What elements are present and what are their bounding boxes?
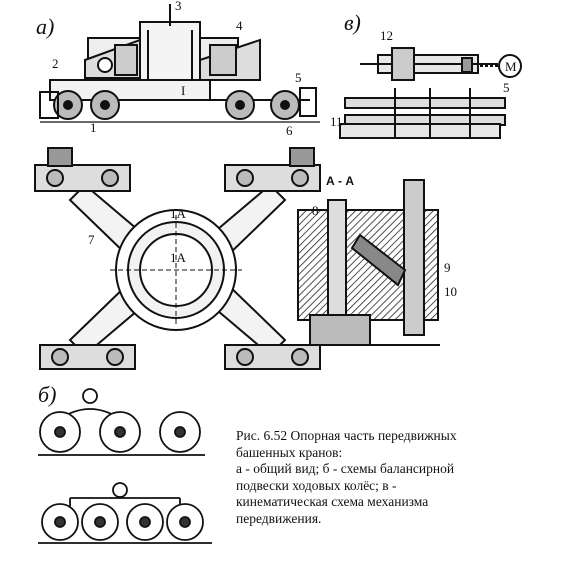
label-num-11: 11 — [330, 114, 343, 129]
caption-line: подвески ходовых колёс; в - — [236, 477, 397, 493]
label-num-12: 12 — [380, 28, 393, 43]
label-section-a-a: А - А — [326, 174, 354, 188]
label-axis-top: 1А — [170, 206, 187, 221]
label-num-4: 4 — [236, 18, 243, 33]
figure-caption: Рис. 6.52 Опорная часть передвижных баше… — [236, 428, 556, 527]
label-num-9: 9 — [444, 260, 451, 275]
label-num-7: 7 — [88, 232, 95, 247]
caption-line: кинематическая схема механизма — [236, 494, 429, 509]
caption-line: башенных кранов: — [236, 444, 343, 460]
section-a-a — [297, 179, 440, 346]
label-panel-v: в) — [344, 10, 361, 35]
label-num-1: 1 — [90, 120, 97, 135]
label-num-6: 6 — [286, 123, 293, 138]
label-num-2: 2 — [52, 56, 59, 71]
caption-line: а - общий вид; б - схемы балансирной — [236, 461, 455, 476]
caption-line: Рис. 6.52 Опорная часть передвижных — [236, 428, 457, 443]
label-panel-b: б) — [38, 382, 56, 407]
label-num-8: 8 — [312, 203, 319, 218]
plan-view-support — [34, 147, 321, 370]
panel-b-balancing-schemes — [38, 388, 212, 544]
panel-a-side-view — [39, 4, 320, 123]
label-motor: М — [505, 59, 517, 74]
panel-v-kinematic-scheme — [339, 47, 522, 139]
label-axis-center: 1А — [170, 250, 187, 265]
label-num-5a: 5 — [295, 70, 302, 85]
label-num-5b: 5 — [503, 80, 510, 95]
label-panel-a: а) — [36, 14, 54, 39]
caption-line: передвижения. — [236, 510, 322, 526]
label-num-10: 10 — [444, 284, 457, 299]
label-plan-i: I — [181, 83, 185, 98]
label-num-3: 3 — [175, 0, 182, 13]
